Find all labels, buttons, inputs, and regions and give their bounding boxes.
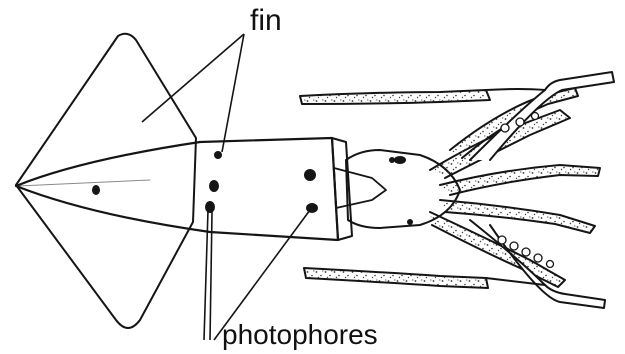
funnel-shape (334, 168, 386, 208)
fin-label: fin (250, 4, 282, 37)
fin-shape (16, 34, 196, 328)
eye (394, 156, 406, 164)
mantle-shape (16, 138, 338, 240)
photophores-leader-1 (204, 210, 208, 340)
photophore-spots (92, 151, 413, 225)
fin-leader-line-2 (222, 34, 244, 152)
leader-lines (142, 34, 310, 340)
fin-leader-line-1 (142, 34, 244, 122)
photophores-label: photophores (222, 319, 378, 350)
fin-midline (18, 180, 150, 186)
